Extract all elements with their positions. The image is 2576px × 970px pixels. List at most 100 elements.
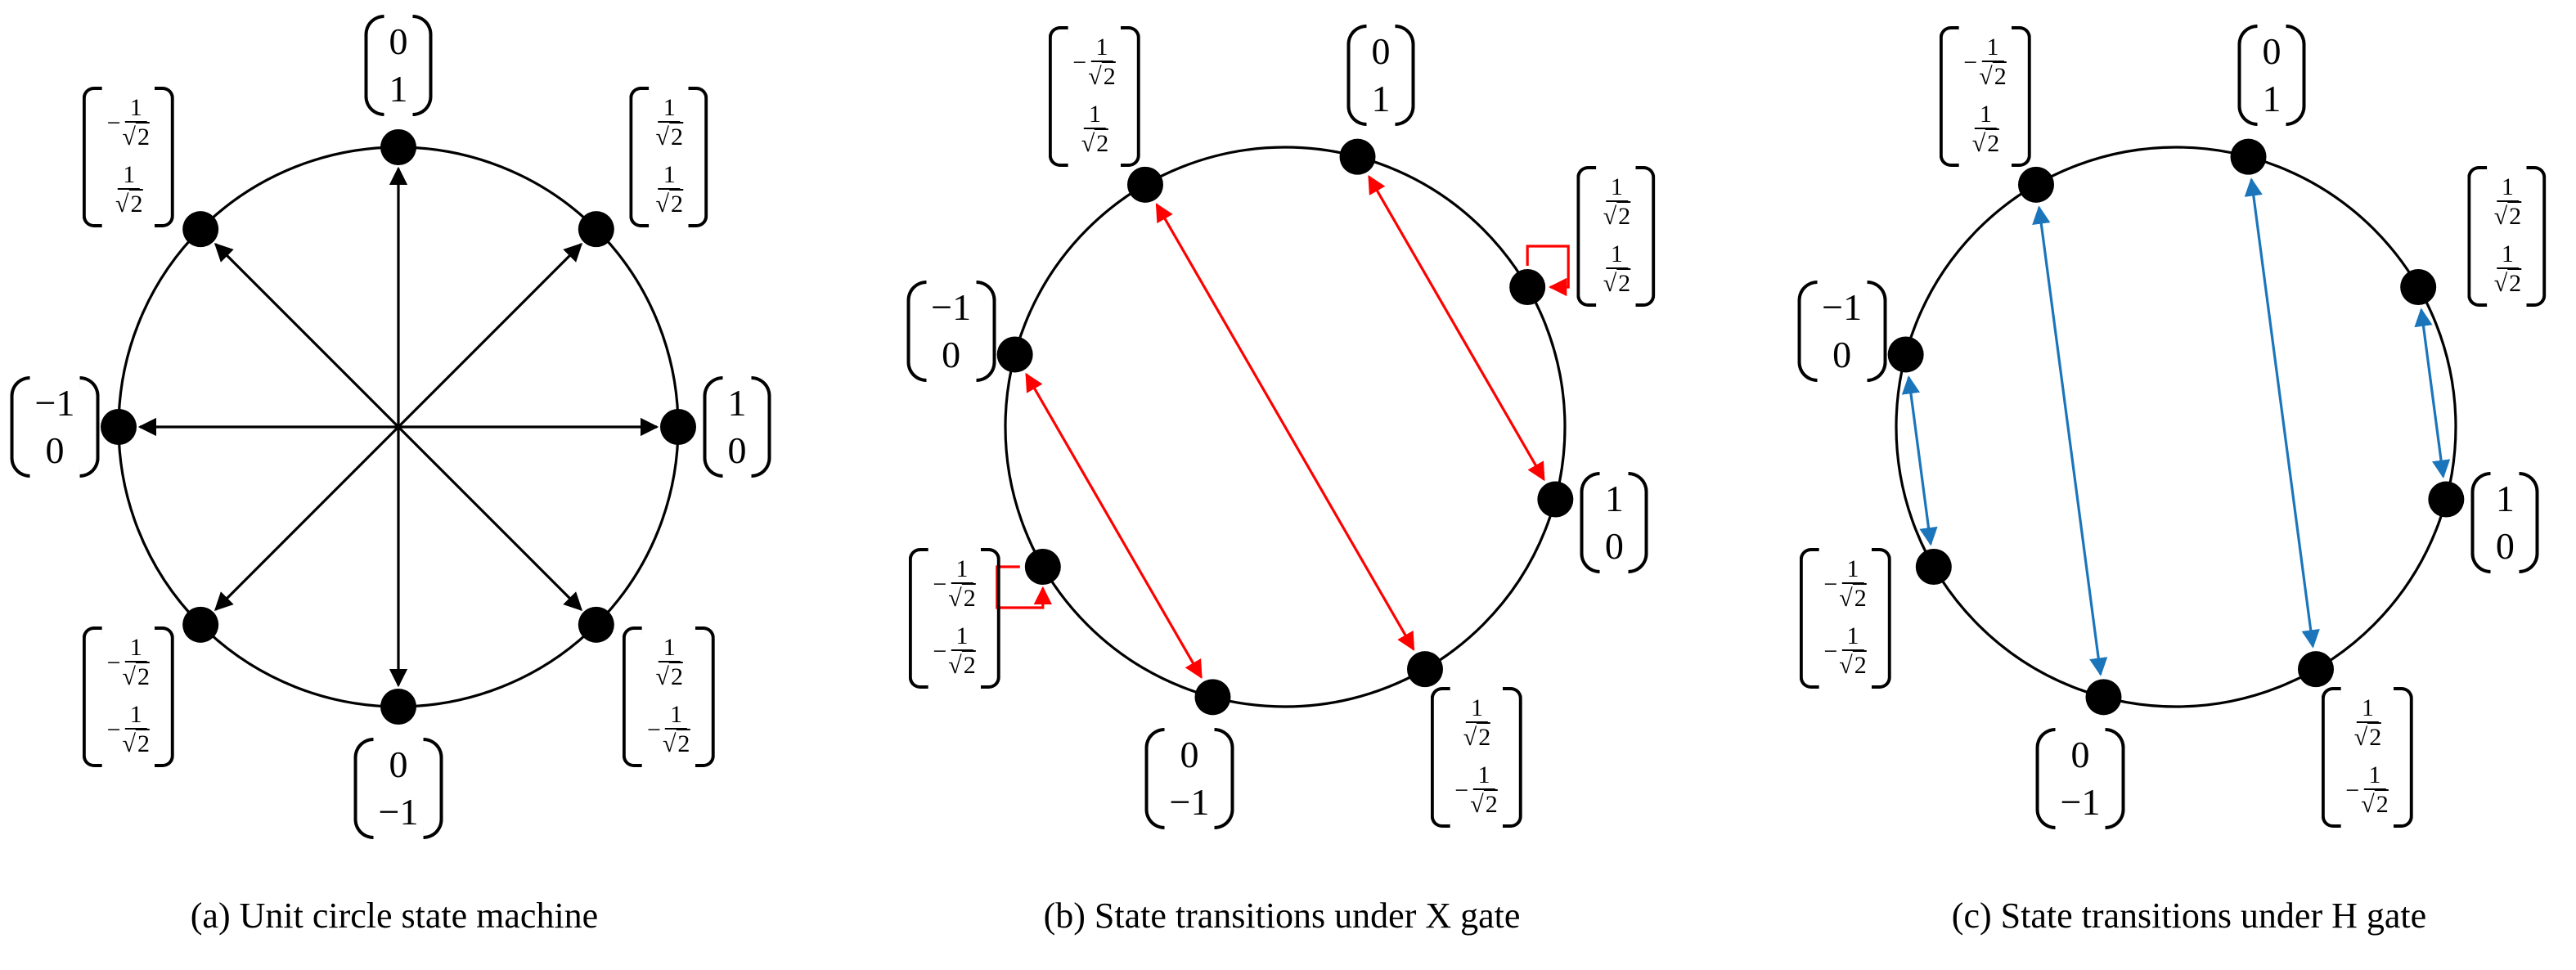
state-node-nw [2018,166,2054,203]
state-node-nw [182,211,219,248]
self-loop-arrow-ne [1526,245,1570,297]
state-vector-s-a: 0−1 [353,738,443,839]
state-node-s [380,689,416,725]
caption-panel-a: (a) Unit circle state machine [190,896,599,936]
state-node-sw [1915,549,1952,585]
vector-entry-bottom: 0 [942,334,961,375]
state-vector-nw-a: −1√2 1√2 [82,86,174,227]
vector-entry-top: 1√2 [2493,173,2522,230]
unit-circle [1895,146,2457,708]
state-vector-sw-c: −1√2−1√2 [1799,547,1891,689]
state-vector-sw-b: −1√2−1√2 [908,547,1000,689]
vector-entry-top: 1√2 [1463,694,1491,752]
vector-entry-bottom: 1 [2262,77,2282,119]
radial-arrow-ne [397,242,583,429]
state-node-e [2428,481,2465,518]
state-vector-s-c: 0−1 [2035,728,2125,830]
vector-entry-top: 1√2 [655,93,683,150]
vector-entry-top: −1√2 [1823,555,1867,612]
state-vector-sw-a: −1√2−1√2 [82,626,174,768]
transition-arrow-nw-s [2032,205,2108,676]
vector-entry-bottom: −1√2 [2345,761,2389,819]
state-node-nw [1127,166,1163,203]
state-node-sw [182,606,219,643]
vector-entry-bottom: 1√2 [655,160,683,218]
vector-entry-top: 1√2 [1603,173,1631,230]
state-node-e [660,409,696,445]
vector-entry-top: −1√2 [106,93,150,150]
panel-b [1004,146,1567,708]
radial-arrow-sw [214,425,400,612]
vector-entry-top: −1 [931,286,972,328]
state-node-s [2085,679,2122,716]
vector-entry-bottom: 1√2 [1971,100,2000,157]
vector-entry-top: −1√2 [106,634,150,691]
vector-entry-top: 0 [2070,734,2090,776]
state-node-ne [1509,269,1546,305]
vector-entry-bottom: 0 [1832,334,1852,375]
vector-entry-top: 1 [727,382,747,424]
transition-arrow-n-se [2244,177,2320,649]
state-node-ne [578,211,614,248]
state-node-sw [1024,549,1061,585]
transition-arrow-n-e [1368,174,1545,482]
transition-arrow-ne-e [2414,308,2451,478]
vector-entry-bottom: 0 [727,429,747,471]
state-node-n [2230,138,2267,175]
vector-entry-top: 1 [1604,477,1624,519]
state-node-s [1194,679,1231,716]
caption-panel-c: (c) State transitions under H gate [1951,896,2427,936]
state-vector-se-b: 1√2−1√2 [1430,687,1522,829]
panel-c [1895,146,2457,708]
vector-entry-top: 0 [2262,29,2282,72]
unit-circle [1004,146,1567,708]
vector-entry-bottom: −1 [1169,781,1210,824]
state-node-w [101,409,137,445]
vector-entry-bottom: 1 [1371,77,1391,119]
state-node-n [1339,138,1376,175]
vector-entry-top: −1√2 [1963,33,2007,90]
transition-arrow-w-sw [1901,375,1938,546]
transition-arrow-w-s [1025,372,1203,680]
radial-arrow-se [397,425,583,612]
state-node-n [380,129,416,165]
state-vector-nw-c: −1√2 1√2 [1939,25,2031,167]
state-node-se [1407,651,1443,688]
vector-entry-bottom: 1√2 [1603,240,1631,297]
vector-entry-top: 0 [389,743,408,785]
vector-entry-top: 0 [1371,29,1391,72]
vector-entry-bottom: −1√2 [647,701,690,758]
state-node-ne [2400,269,2437,305]
vector-entry-bottom: −1√2 [933,622,976,679]
vector-entry-bottom: 1 [389,68,408,110]
vector-entry-bottom: 1√2 [115,160,143,218]
transition-arrow-nw-se [1155,203,1415,651]
vector-entry-top: −1 [1822,286,1863,328]
state-node-se [578,606,614,643]
vector-entry-top: 0 [1180,734,1199,776]
vector-entry-top: 1 [2495,477,2515,519]
caption-panel-b: (b) State transitions under X gate [1043,896,1521,936]
vector-entry-top: −1√2 [1072,33,1116,90]
state-vector-se-c: 1√2−1√2 [2321,687,2413,829]
vector-entry-bottom: 0 [1604,524,1624,567]
state-node-w [1887,336,1924,373]
vector-entry-bottom: −1 [378,791,419,833]
state-node-se [2298,651,2334,688]
vector-entry-top: 0 [389,20,408,62]
state-vector-s-b: 0−1 [1144,728,1234,830]
